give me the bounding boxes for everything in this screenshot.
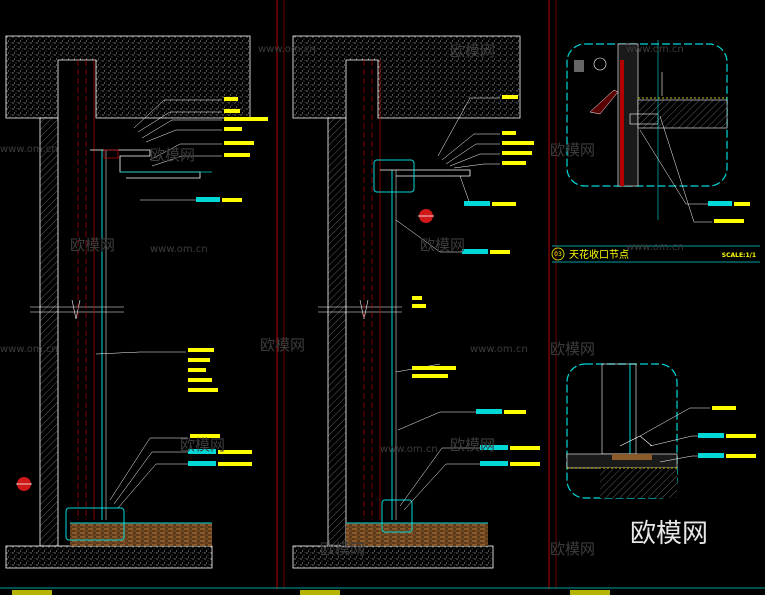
svg-text:欧模网: 欧模网 — [150, 146, 195, 164]
svg-text:www.om.cn: www.om.cn — [0, 344, 58, 355]
svg-text:www.om.cn: www.om.cn — [258, 44, 316, 55]
section-panel-1 — [5, 35, 268, 569]
svg-text:欧模网: 欧模网 — [550, 340, 595, 358]
detail-number: 03 — [554, 251, 562, 258]
svg-text:欧模网: 欧模网 — [420, 236, 465, 254]
corner-logo: 欧模网 — [630, 519, 708, 549]
svg-text:欧模网: 欧模网 — [320, 540, 365, 558]
svg-text:www.om.cn: www.om.cn — [626, 44, 684, 55]
svg-text:欧模网: 欧模网 — [180, 436, 225, 454]
detail-ceiling-node: 03 天花收口节点 SCALE:1/1 — [551, 40, 760, 263]
annotation-labels — [188, 97, 268, 466]
break-line-icon — [30, 299, 124, 320]
svg-text:欧模网: 欧模网 — [450, 436, 495, 454]
wall-hatch-icon — [39, 117, 59, 547]
svg-text:欧模网: 欧模网 — [450, 42, 495, 60]
svg-text:欧模网: 欧模网 — [550, 141, 595, 159]
svg-text:欧模网: 欧模网 — [70, 236, 115, 254]
detail-highlight-box — [65, 507, 125, 541]
detail-scale: SCALE:1/1 — [722, 252, 756, 259]
detail-title: 天花收口节点 — [569, 248, 629, 261]
svg-text:www.om.cn: www.om.cn — [470, 344, 528, 355]
section-marker-icon — [16, 477, 32, 491]
svg-text:欧模网: 欧模网 — [260, 336, 305, 354]
svg-text:www.om.cn: www.om.cn — [380, 444, 438, 455]
concrete-hatch-icon — [5, 35, 251, 119]
watermarks: 欧模网 欧模网 欧模网 欧模网 欧模网 欧模网 欧模网 欧模网 欧模网 欧模网 … — [0, 42, 684, 558]
svg-text:www.om.cn: www.om.cn — [0, 144, 58, 155]
floor-finish-icon — [70, 523, 212, 546]
detail-base-node — [566, 363, 756, 499]
svg-text:www.om.cn: www.om.cn — [150, 244, 208, 255]
section-panel-2 — [292, 35, 540, 569]
svg-text:www.om.cn: www.om.cn — [626, 242, 684, 253]
svg-text:欧模网: 欧模网 — [550, 540, 595, 558]
